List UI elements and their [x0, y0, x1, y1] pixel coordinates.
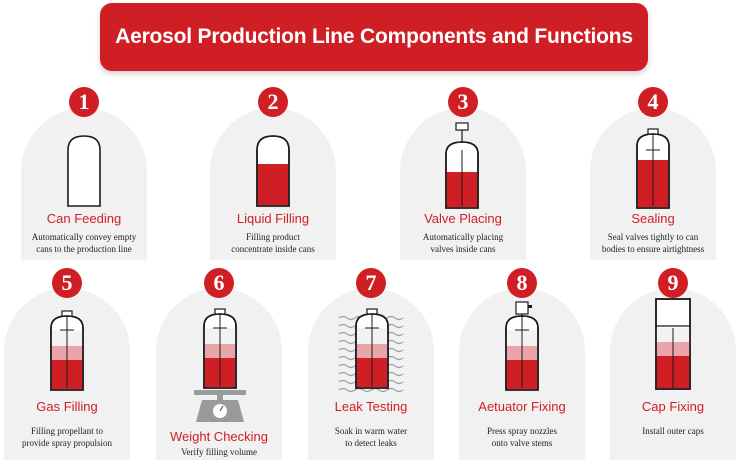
sealed-can-icon: [636, 128, 670, 209]
step-description-9-line-1: Install outer caps: [642, 426, 704, 436]
step-description-8: Press spray nozzles onto valve stems: [447, 425, 597, 449]
empty-can-icon: [67, 135, 101, 207]
step-description-6: Verify filling volume: [144, 446, 294, 458]
liquid-filled-can-icon: [256, 135, 290, 207]
step-description-7: Soak in warm water to detect leaks: [296, 425, 446, 449]
step-description-3-line-2: valves inside cans: [430, 244, 496, 254]
capped-can-icon: [655, 298, 691, 390]
step-description-8-line-2: onto valve stems: [491, 438, 553, 448]
step-description-3-line-1: Automatically placing: [422, 232, 504, 242]
step-description-8-line-1: Press spray nozzles: [487, 426, 557, 436]
actuator-can-icon: [505, 301, 539, 391]
step-title-8: Aetuator Fixing: [478, 399, 566, 414]
step-number-5: 5: [52, 268, 82, 298]
step-title-1: Can Feeding: [46, 211, 122, 226]
title-banner: Aerosol Production Line Components and F…: [100, 3, 648, 71]
step-description-5-line-1: Filling propellant to: [31, 426, 103, 436]
step-description-9: Install outer caps: [598, 425, 740, 437]
water-bath-can-icon: [338, 308, 404, 392]
step-description-2-line-2: concentrate inside cans: [231, 244, 315, 254]
step-number-7: 7: [356, 268, 386, 298]
step-description-4-line-1: Seal valves tightly to can: [607, 232, 699, 242]
step-description-1-line-1: Automatically convey empty: [31, 232, 137, 242]
step-description-1: Automatically convey empty cans to the p…: [9, 231, 159, 255]
step-description-5-line-2: provide spray propulsion: [22, 438, 112, 448]
step-title-6: Weight Checking: [169, 429, 269, 444]
step-number-8: 8: [507, 268, 537, 298]
step-number-3: 3: [448, 87, 478, 117]
step-title-9: Cap Fixing: [641, 399, 705, 414]
step-description-7-line-2: to detect leaks: [345, 438, 397, 448]
step-title-2: Liquid Filling: [236, 211, 310, 226]
step-description-4-line-2: bodies to ensure airtightness: [601, 244, 705, 254]
step-number-1: 1: [69, 87, 99, 117]
step-title-5: Gas Filling: [36, 399, 98, 414]
step-number-6: 6: [204, 268, 234, 298]
page-title: Aerosol Production Line Components and F…: [115, 25, 633, 48]
step-description-5: Filling propellant to provide spray prop…: [0, 425, 142, 449]
step-number-9: 9: [658, 268, 688, 298]
step-description-7-line-1: Soak in warm water: [334, 426, 408, 436]
gas-filled-can-icon: [50, 310, 84, 391]
step-description-4: Seal valves tightly to can bodies to ens…: [578, 231, 728, 255]
step-description-3: Automatically placing valves inside cans: [388, 231, 538, 255]
step-number-2: 2: [258, 87, 288, 117]
valve-can-icon: [445, 122, 479, 209]
step-title-7: Leak Testing: [334, 399, 408, 414]
scale-can-icon: [194, 308, 246, 422]
step-number-4: 4: [638, 87, 668, 117]
step-description-2-line-1: Filling product: [246, 232, 300, 242]
step-description-2: Filling product concentrate inside cans: [198, 231, 348, 255]
step-title-4: Sealing: [631, 211, 675, 226]
step-description-1-line-2: cans to the production line: [36, 244, 132, 254]
step-title-3: Valve Placing: [424, 211, 502, 226]
step-description-6-line-1: Verify filling volume: [181, 447, 257, 457]
